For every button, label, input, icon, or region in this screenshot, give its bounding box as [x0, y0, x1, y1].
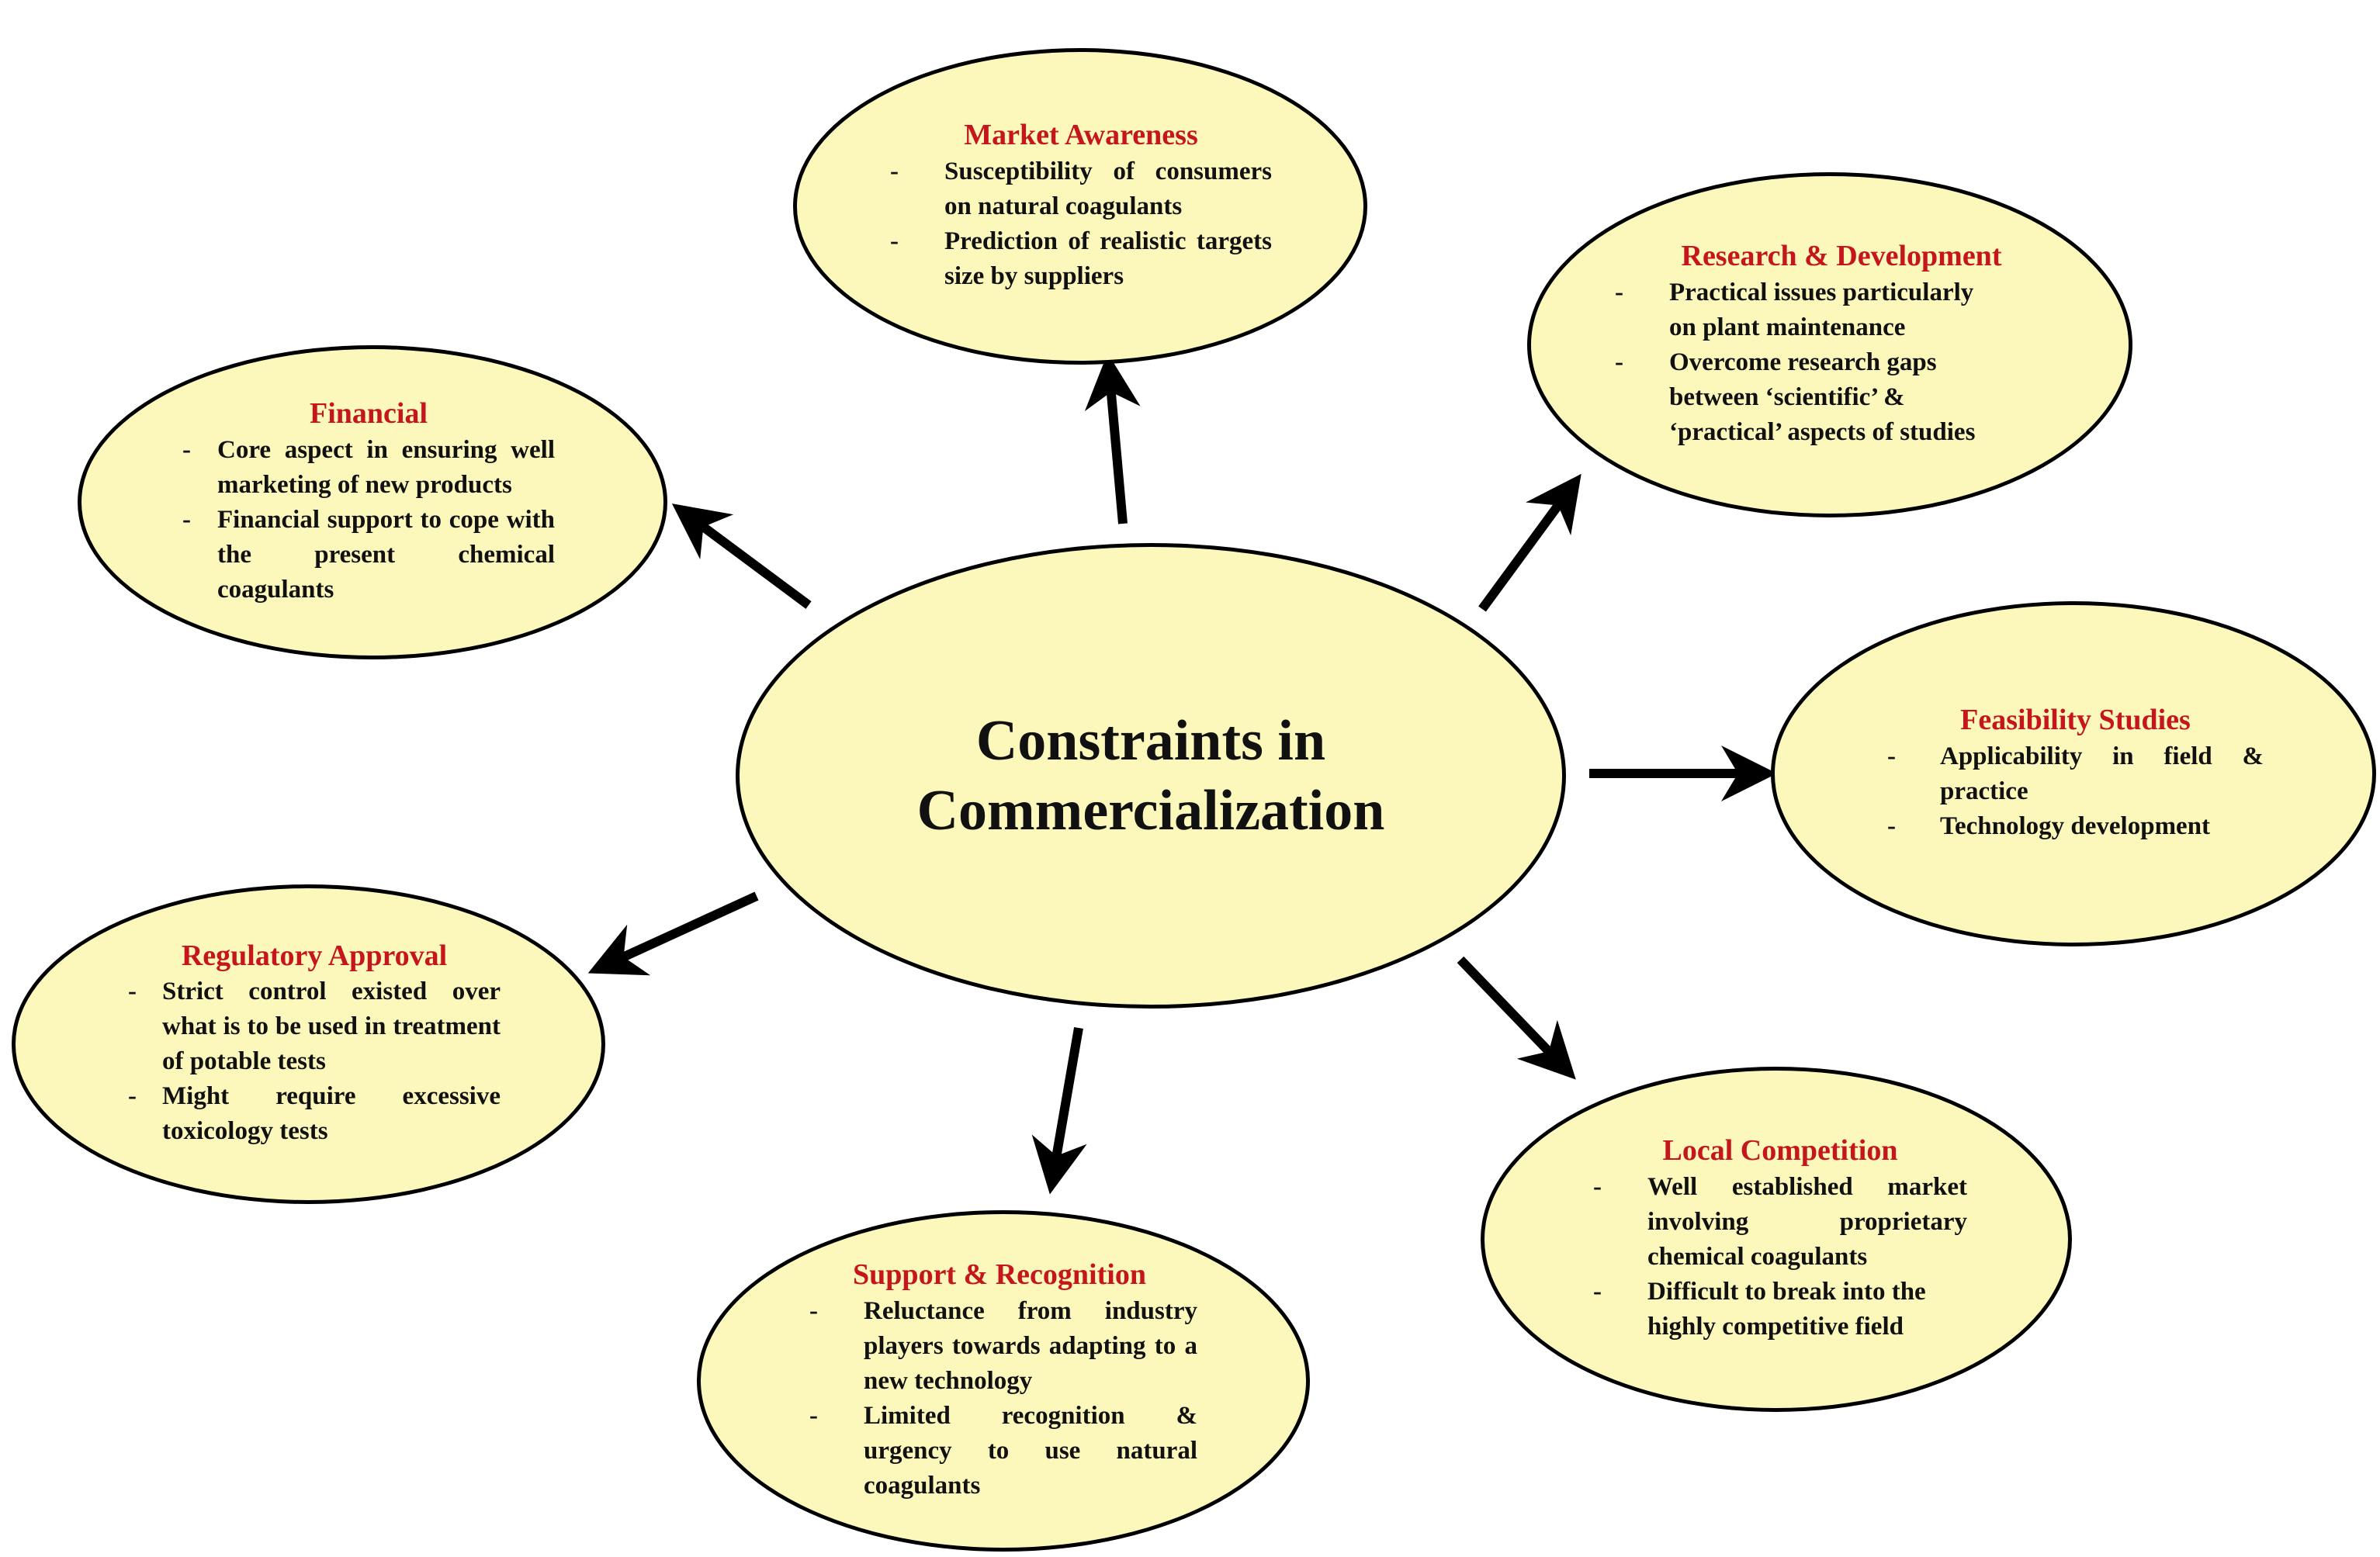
research-development-bullet-1: -Practical issues particularly on plant …	[1615, 278, 1974, 341]
market-awareness-bullet-2-text: Prediction of realistic targets size by …	[944, 227, 1272, 290]
research-development-node: Research & Development -Practical issues…	[1527, 172, 2132, 517]
support-recognition-bullet-1-text: Reluctance from industry players towards…	[864, 1296, 1197, 1395]
central-title: Constraints in Commercialization	[917, 706, 1385, 846]
research-development-title: Research & Development	[1681, 240, 2002, 273]
regulatory-approval-bullet-1-text: Strict control existed over what is to b…	[162, 977, 501, 1076]
financial-bullet-2: -Financial support to cope with the pres…	[182, 505, 555, 604]
financial-title: Financial	[309, 397, 428, 431]
financial-node: Financial -Core aspect in ensuring well …	[78, 345, 667, 659]
regulatory-approval-bullet-1: -Strict control existed over what is to …	[128, 977, 501, 1076]
support-recognition-node: Support & Recognition -Reluctance from i…	[697, 1210, 1310, 1552]
market-awareness-title: Market Awareness	[964, 119, 1198, 152]
arrow-to-research-development	[1478, 473, 1581, 612]
research-development-bullet-1-text: Practical issues particularly on plant m…	[1669, 278, 1974, 341]
feasibility-studies-title: Feasibility Studies	[1960, 704, 2191, 737]
feasibility-studies-bullet-1-text: Applicability in field & practice	[1940, 742, 2264, 805]
research-development-bullet-2: -Overcome research gaps between ‘scienti…	[1615, 348, 1976, 446]
market-awareness-bullet-2: -Prediction of realistic targets size by…	[890, 227, 1272, 290]
arrow-to-support-recognition	[1031, 1026, 1087, 1195]
feasibility-studies-bullet-2: -Technology development	[1887, 811, 2211, 840]
local-competition-bullet-2-text: Difficult to break into the highly compe…	[1647, 1277, 1926, 1341]
financial-bullet-1: -Core aspect in ensuring well marketing …	[182, 435, 555, 499]
financial-bullet-1-text: Core aspect in ensuring well marketing o…	[217, 435, 555, 499]
local-competition-bullet-1-text: Well established market involving propri…	[1647, 1172, 1967, 1271]
regulatory-approval-title: Regulatory Approval	[181, 939, 448, 972]
research-development-bullet-2-text: Overcome research gaps between ‘scientif…	[1669, 348, 1976, 446]
market-awareness-node: Market Awareness -Susceptibility of cons…	[793, 48, 1367, 365]
central-title-line-2: Commercialization	[916, 779, 1385, 843]
local-competition-bullet-1: -Well established market involving propr…	[1593, 1172, 1967, 1271]
arrow-to-regulatory-approval	[587, 891, 759, 976]
central-title-line-1: Constraints in	[975, 709, 1326, 773]
regulatory-approval-bullet-2: -Might require excessive toxicology test…	[128, 1082, 501, 1146]
local-competition-node: Local Competition -Well established mark…	[1481, 1067, 2072, 1412]
support-recognition-title: Support & Recognition	[853, 1258, 1146, 1292]
feasibility-studies-node: Feasibility Studies -Applicability in fi…	[1771, 601, 2376, 946]
support-recognition-bullet-1: -Reluctance from industry players toward…	[809, 1296, 1197, 1395]
financial-bullet-2-text: Financial support to cope with the prese…	[217, 505, 555, 604]
support-recognition-bullet-2-text: Limited recognition & urgency to use nat…	[864, 1401, 1197, 1500]
arrow-to-financial	[671, 503, 812, 609]
feasibility-studies-bullet-1: -Applicability in field & practice	[1887, 742, 2264, 805]
arrow-to-market-awareness	[1084, 353, 1141, 524]
feasibility-studies-bullet-2-text: Technology development	[1940, 811, 2211, 840]
local-competition-bullet-2: -Difficult to break into the highly comp…	[1593, 1277, 1926, 1341]
regulatory-approval-node: Regulatory Approval -Strict control exis…	[12, 884, 605, 1204]
market-awareness-bullet-1-text: Susceptibility of consumers on natural c…	[944, 157, 1272, 220]
central-node: Constraints in Commercialization	[736, 543, 1566, 1009]
local-competition-title: Local Competition	[1662, 1134, 1898, 1168]
arrow-to-local-competition	[1457, 956, 1576, 1080]
support-recognition-bullet-2: -Limited recognition & urgency to use na…	[809, 1401, 1197, 1500]
regulatory-approval-bullet-2-text: Might require excessive toxicology tests	[162, 1082, 501, 1146]
market-awareness-bullet-1: -Susceptibility of consumers on natural …	[890, 157, 1272, 220]
